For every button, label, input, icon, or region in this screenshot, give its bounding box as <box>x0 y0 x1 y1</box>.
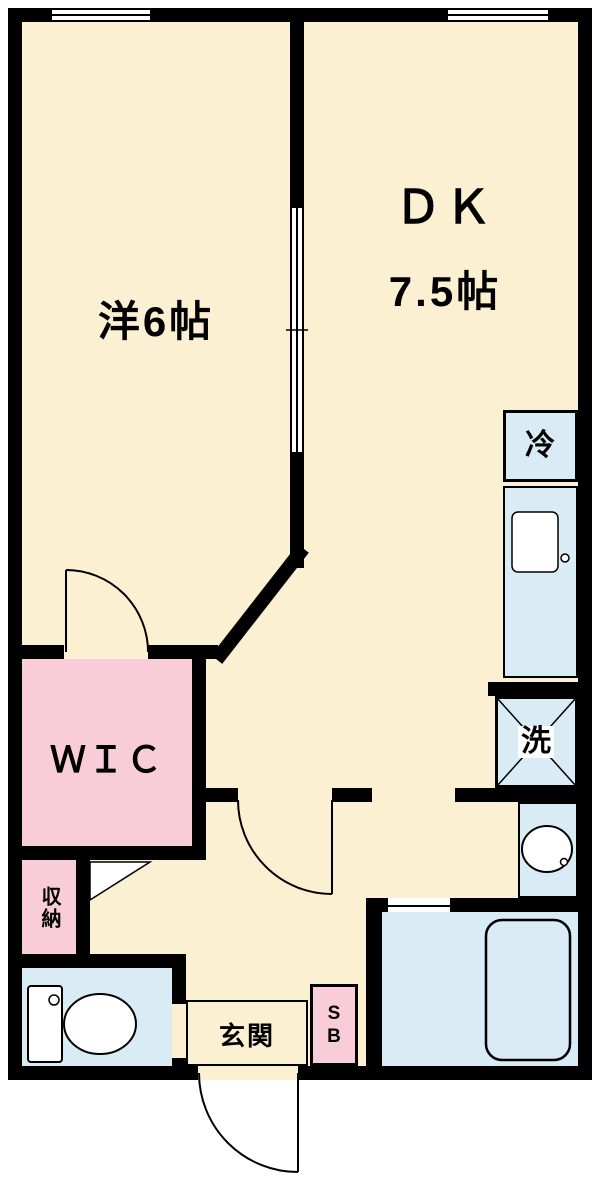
wall-toilet-top <box>8 954 186 968</box>
fixture-kitchen-counter <box>503 486 578 678</box>
label-dk-size: 7.5帖 <box>388 268 502 315</box>
wall-toilet-right-lower <box>172 1058 186 1080</box>
wall-hall-right-stub <box>332 788 372 802</box>
wall-toilet-right-upper <box>172 954 186 1004</box>
label-shoebox: SB <box>323 1003 345 1049</box>
wall-bottom-left <box>8 1066 198 1080</box>
label-western-room: 洋6帖 <box>97 298 215 345</box>
room-shoebox <box>310 984 358 1066</box>
wall-washer-bottom <box>455 788 592 802</box>
window-center-partition <box>290 208 304 452</box>
wall-storage-right <box>76 860 90 968</box>
bath-sliding-door <box>388 898 450 912</box>
wall-center-top <box>290 8 304 208</box>
wall-wic-bottom <box>8 846 206 860</box>
fixture-vanity <box>518 802 578 898</box>
wall-wic-top-left <box>8 645 64 659</box>
entrance-door-arc <box>198 1072 299 1173</box>
wall-wic-top-right <box>148 645 218 659</box>
room-wic <box>22 659 192 846</box>
wall-bottom-right <box>298 1066 592 1080</box>
room-storage <box>22 860 76 954</box>
wall-hall-left-stub <box>198 788 238 802</box>
entrance-step <box>186 1000 308 1066</box>
label-dk: ＤＫ <box>395 181 495 233</box>
wall-right <box>578 8 592 1080</box>
wall-washer-top <box>488 682 592 696</box>
wall-wic-right <box>192 645 206 860</box>
wall-center-mid <box>290 452 304 568</box>
room-bath <box>382 912 578 1066</box>
label-fridge: 冷 <box>525 429 555 462</box>
fixture-fridge <box>503 410 578 482</box>
label-wic: ＷＩＣ <box>49 739 165 780</box>
window-top-right <box>448 8 548 22</box>
label-washer: 洗 <box>518 726 554 758</box>
room-toilet <box>22 968 172 1066</box>
wall-left <box>8 8 22 1080</box>
label-storage: 収納 <box>38 886 60 930</box>
wall-bath-left <box>366 898 382 1080</box>
window-top-left <box>52 8 150 22</box>
label-entrance: 玄関 <box>218 1021 276 1051</box>
